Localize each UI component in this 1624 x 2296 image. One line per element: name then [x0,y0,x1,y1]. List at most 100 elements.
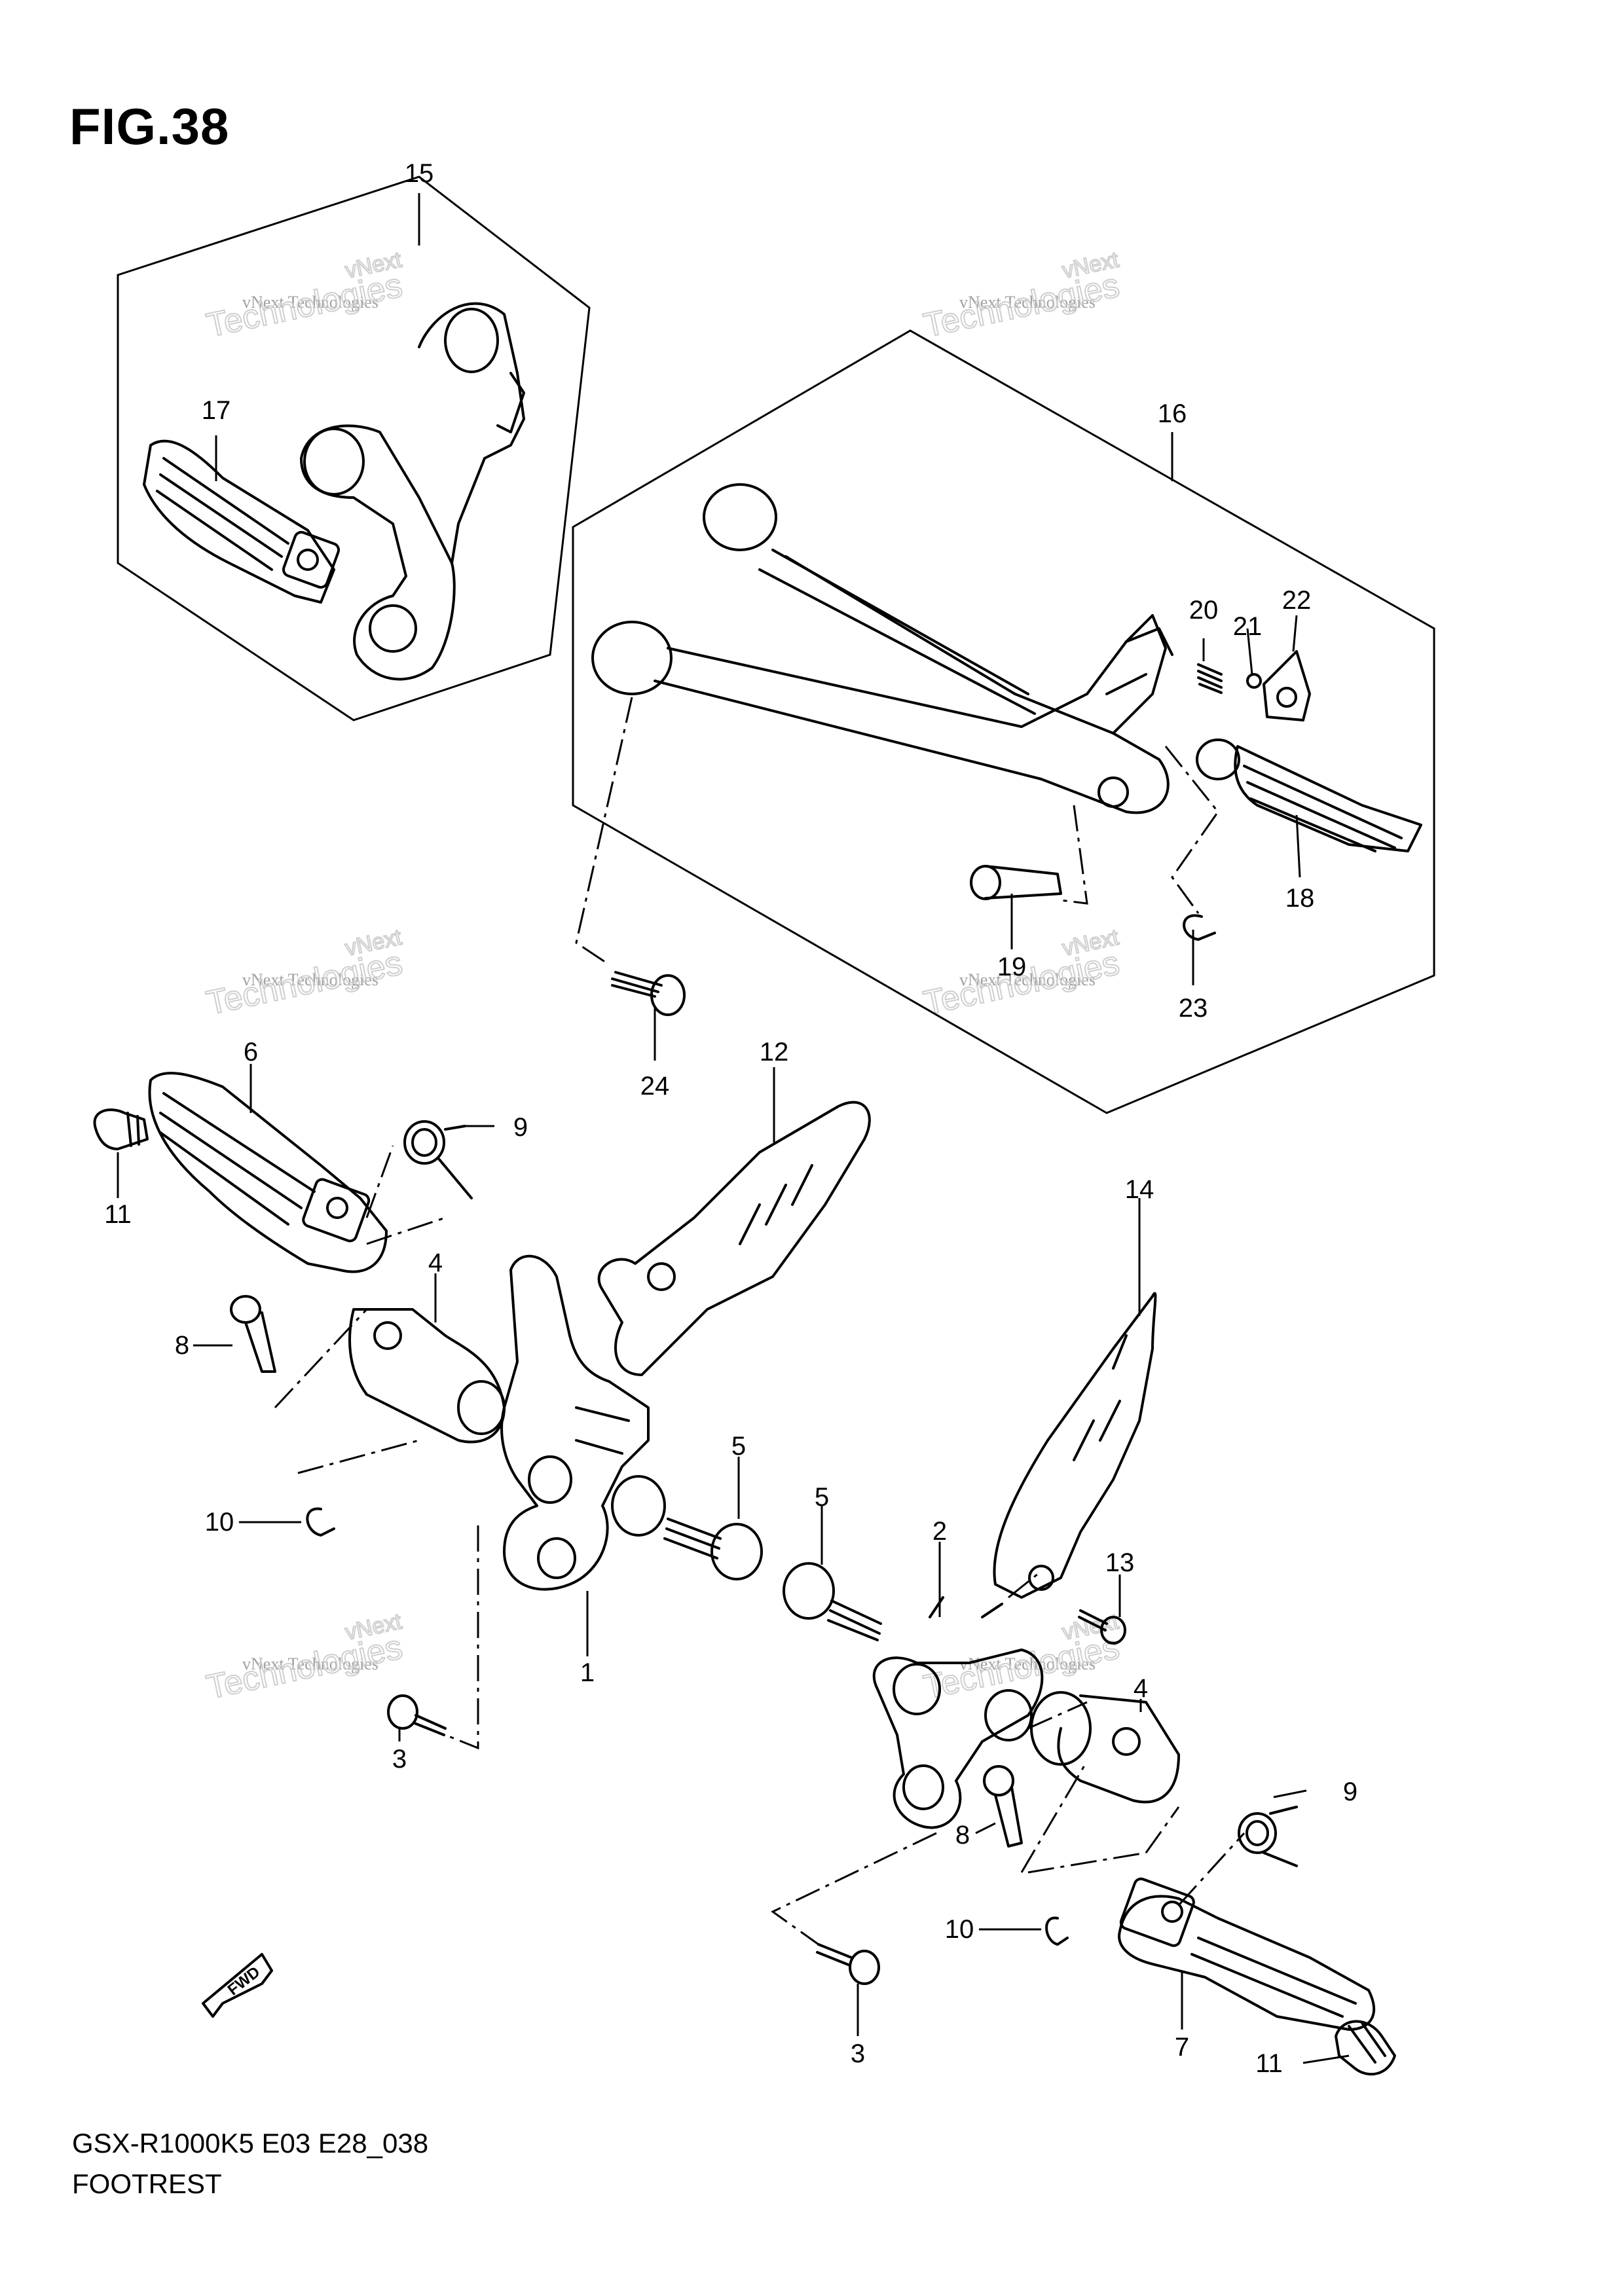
leader-line [1246,628,1253,675]
assembly-frame-16 [572,329,1435,1114]
assembly-line [1027,1851,1147,1874]
callout-20: 20 [1189,596,1219,625]
clip-10b [1045,1916,1069,1946]
callout-8: 8 [175,1331,189,1360]
callout-5: 5 [731,1432,746,1461]
callout-12: 12 [760,1038,789,1066]
figure-title: FIG.38 [69,98,230,155]
callout-19: 19 [997,953,1027,981]
assembly-line [366,1216,446,1245]
callout-18: 18 [1285,884,1315,913]
spring-9b [1238,1806,1298,1867]
heel-guard-14 [993,1292,1157,1599]
cap-11a [93,1108,149,1150]
callout-3: 3 [851,2039,865,2068]
callout-4: 4 [1134,1674,1148,1703]
watermark-text-large: Technologies [203,944,405,1023]
assembly-line [1060,805,1088,905]
pin-8a [230,1295,276,1373]
assembly-line [575,697,633,964]
callout-9: 9 [1343,1777,1357,1806]
assembly-line [297,1439,420,1474]
watermark-text: vNext Technologies [242,1654,378,1673]
pin-19 [970,865,1062,900]
callout-3: 3 [392,1745,407,1774]
assembly-frame-15 [117,175,591,721]
clip-23 [1183,914,1216,941]
footpeg-6 [148,1072,388,1273]
section-name: FOOTREST [72,2168,222,2199]
watermark-text: vNext Technologies [959,293,1096,312]
assembly-line [365,1145,394,1218]
heel-guard-12 [597,1101,871,1376]
footpeg-7 [1118,1877,1376,2031]
callout-8: 8 [955,1821,970,1850]
assembly-line [445,1525,479,1750]
bolt-5a [663,1518,763,1580]
bolt-3b [816,1943,880,1985]
leader-line [1302,2054,1350,2064]
callout-11: 11 [1255,2049,1283,2078]
footrest-bracket-2 [872,1596,1044,1829]
watermark-text: vNext Technologies [242,293,378,312]
assembly-line [1008,1570,1042,1599]
clip-10a [306,1507,335,1537]
bolt-13 [1078,1609,1126,1645]
pin-8b [983,1765,1023,1848]
callout-21: 21 [1233,612,1263,641]
callout-16: 16 [1158,399,1187,428]
callout-17: 17 [202,396,231,425]
assembly-line [1027,1701,1088,1730]
leader-line [1295,814,1301,878]
callout-11: 11 [104,1200,132,1229]
callout-7: 7 [1175,2033,1189,2062]
leader-line [1292,615,1298,652]
pivot-4b [1030,1691,1180,1804]
callout-6: 6 [244,1038,258,1066]
callout-1: 1 [580,1658,595,1687]
watermark-text-large: Technologies [920,266,1122,345]
bolt-5b [783,1562,882,1641]
ball-21 [1246,673,1262,689]
leader-line [975,1822,996,1834]
assembly-line [274,1308,368,1409]
assembly-line [1177,1832,1246,1906]
footpeg-17 [143,439,341,604]
callout-9: 9 [513,1113,528,1142]
footrest-bracket-1 [500,1254,666,1591]
footrest-bracket-16 [591,483,1173,814]
assembly-line [771,1832,937,1946]
footpeg-18 [1196,738,1422,852]
watermark-text: vNext Technologies [242,970,378,989]
callout-4: 4 [428,1248,443,1277]
watermark-text-large: Technologies [203,1628,405,1707]
spring-20 [1197,663,1223,694]
callout-10: 10 [945,1915,974,1944]
callout-14: 14 [1125,1175,1154,1204]
bolt-3a [387,1694,447,1736]
callout-15: 15 [405,159,434,188]
callout-2: 2 [932,1517,947,1546]
callout-10: 10 [205,1508,234,1537]
plate-22 [1263,650,1311,721]
fwd-arrow-icon [202,1953,273,2018]
model-code: GSX-R1000K5 E03 E28_038 [72,2128,429,2159]
callout-13: 13 [1105,1548,1135,1577]
assembly-line [1145,1806,1180,1853]
callout-22: 22 [1282,586,1312,615]
spring-9a [403,1120,473,1199]
pivot-4a [348,1308,506,1444]
footrest-bracket-15 [300,302,525,681]
leader-line [1273,1789,1307,1798]
assembly-line [1020,1760,1088,1873]
callout-23: 23 [1179,994,1208,1023]
assembly-line [1164,746,1219,914]
cap-11b [1335,2020,1396,2076]
callout-5: 5 [815,1483,829,1512]
watermark-text: vNext Technologies [959,970,1096,989]
